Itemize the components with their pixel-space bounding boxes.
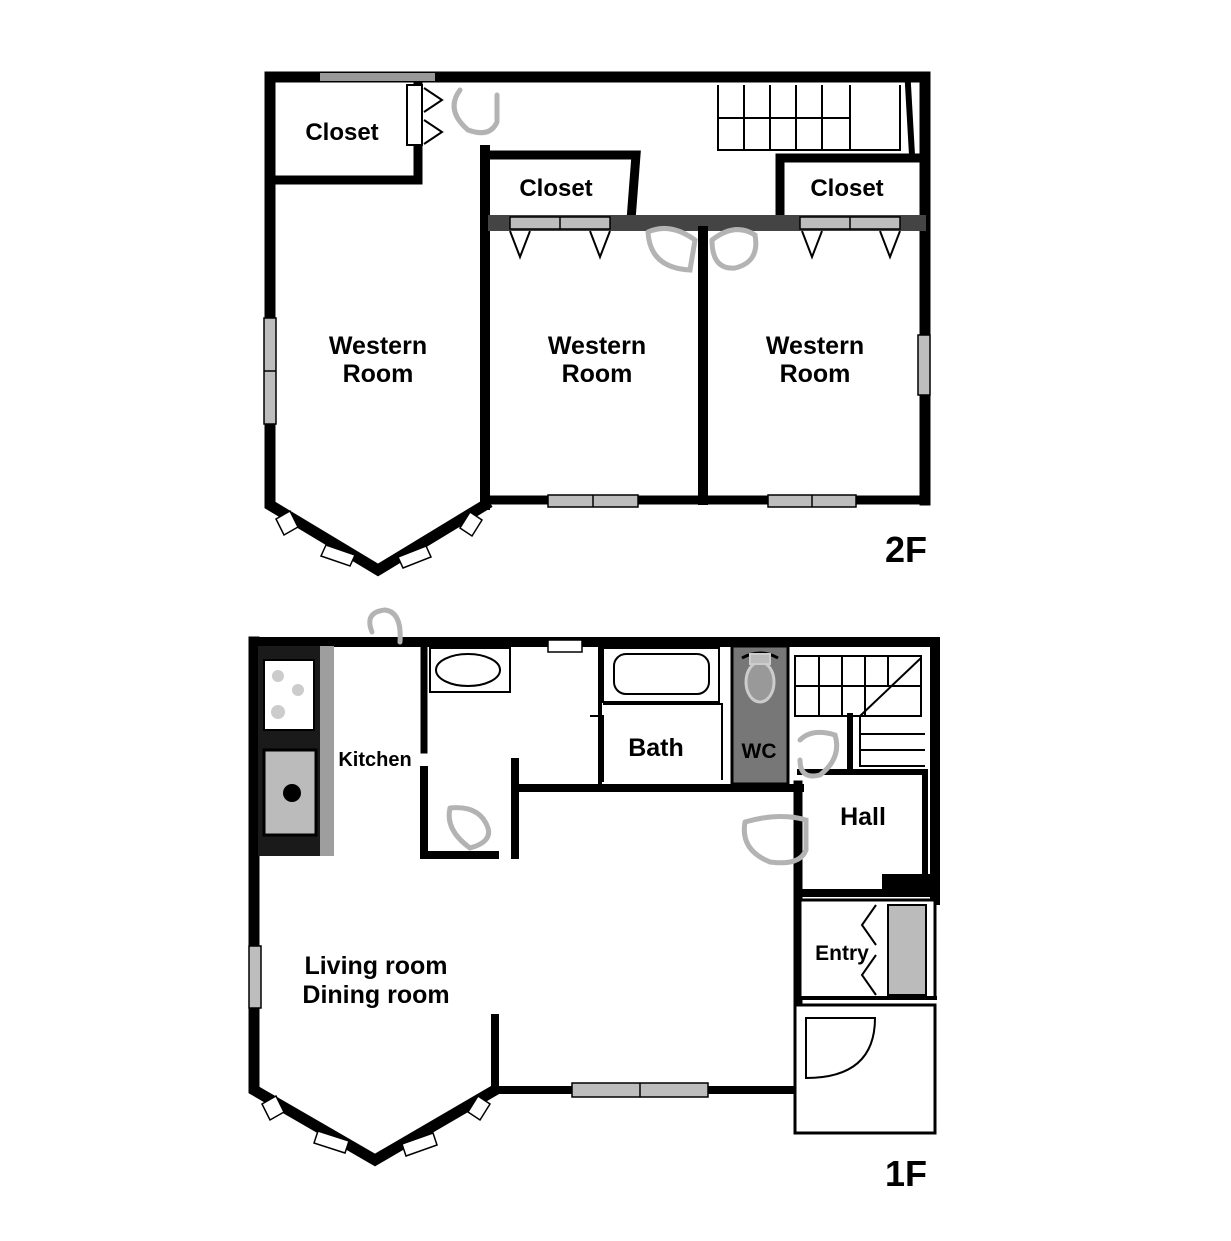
2f-window-top: [320, 73, 435, 81]
1f-shoe-cabinet: [887, 904, 927, 996]
2f-window-east: [917, 334, 931, 396]
2f-western-right-label-2: Room: [780, 360, 851, 388]
1f-living-label-2: Dining room: [302, 981, 449, 1009]
1f-bay-wall: [248, 636, 503, 1167]
1f-bay-windows: [261, 1094, 492, 1157]
2f-closet-mid-label: Closet: [519, 175, 592, 202]
2f-western-mid-label-2: Room: [562, 360, 633, 388]
1f-stove: [263, 659, 315, 731]
2f-closet-left-label: Closet: [305, 119, 378, 146]
1f-entry-label: Entry: [815, 942, 869, 965]
second-floor-plan: Closet Closet Closet Western Room Wester…: [263, 71, 931, 577]
2f-closet-left-door-swing: [423, 87, 444, 145]
1f-entry-door-swing: [805, 1017, 877, 1080]
2f-closet-mid-door-swing: [509, 230, 611, 260]
1f-kitchen-label: Kitchen: [338, 749, 411, 771]
2f-closet-door-frame: [406, 84, 423, 146]
2f-bay-wall: [264, 71, 493, 577]
1f-floor-label: 1F: [885, 1153, 927, 1194]
1f-pantry-wall: [420, 766, 499, 859]
1f-living-label-1: Living room: [304, 952, 447, 980]
2f-door-swings: [451, 87, 759, 273]
2f-bay-windows: [275, 509, 484, 569]
1f-wc-label: WC: [742, 740, 777, 763]
2f-floor-label: 2F: [885, 529, 927, 570]
2f-closet-mid-walls: [485, 150, 641, 225]
2f-western-left-label-1: Western: [329, 332, 427, 360]
first-floor-plan: Kitchen Bath WC Hall Entry Living room D…: [248, 607, 940, 1194]
1f-bath-label: Bath: [628, 734, 684, 762]
2f-staircase: [717, 81, 916, 159]
1f-hall-label: Hall: [840, 803, 886, 831]
1f-door-swings: [367, 607, 840, 866]
1f-outer-wall-bottom: [491, 1014, 799, 1094]
1f-porch: [793, 1003, 937, 1135]
2f-closet-right-walls: [775, 153, 925, 225]
2f-closet-right-door-swing: [801, 230, 901, 260]
1f-staircase: [794, 655, 925, 773]
1f-window-west: [248, 945, 262, 1009]
1f-hall-walls: [797, 769, 928, 888]
1f-outer-wall-top-right: [249, 637, 940, 905]
2f-closet-right-label: Closet: [810, 175, 883, 202]
2f-western-mid-label-1: Western: [548, 332, 646, 360]
2f-western-right-label-1: Western: [766, 332, 864, 360]
1f-wc-area: [730, 644, 790, 786]
1f-toilet: [744, 660, 776, 704]
2f-western-left-label-2: Room: [343, 360, 414, 388]
